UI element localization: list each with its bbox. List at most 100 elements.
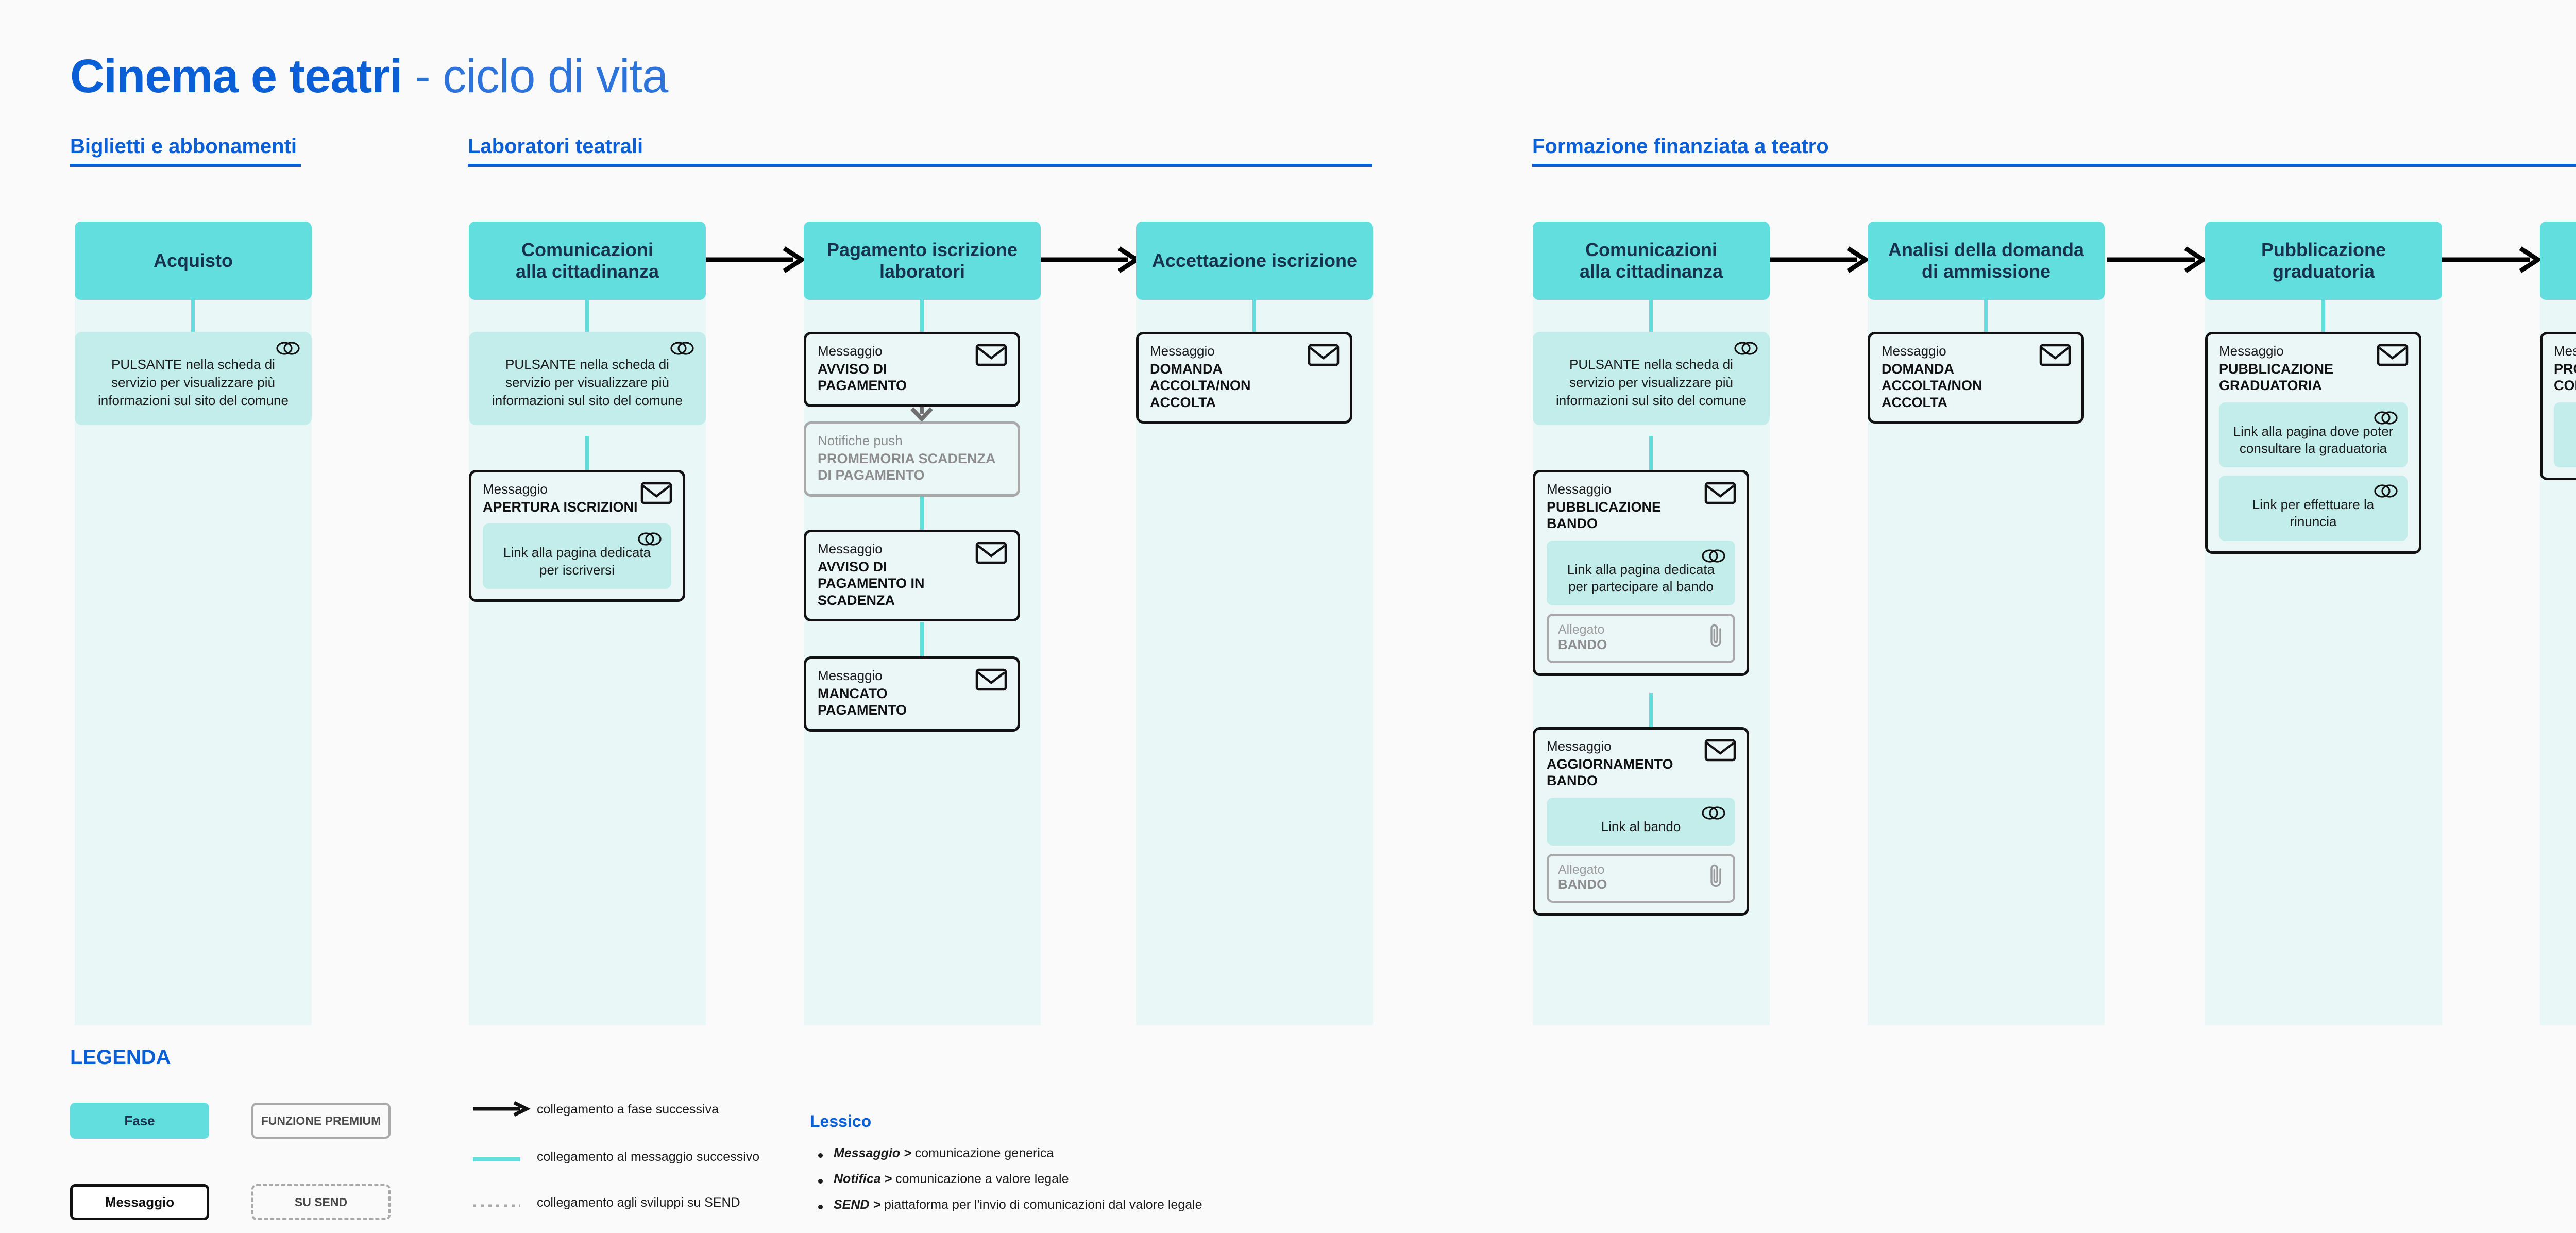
legend-title: LEGENDA: [70, 1046, 171, 1069]
phase-inizio-corsi[interactable]: Inizio corsi: [2540, 222, 2576, 300]
phase-label: Analisi della domanda di ammissione: [1888, 239, 2084, 282]
message-card-apertura-iscrizioni[interactable]: Messaggio APERTURA ISCRIZIONI Link alla …: [469, 470, 685, 602]
group-heading-formazione: Formazione finanziata a teatro: [1532, 135, 1829, 158]
paperclip-icon: [1710, 624, 1721, 647]
connector-vertical: [1984, 300, 1988, 332]
card-kicker: Messaggio: [1547, 738, 1612, 754]
bullet-icon: [818, 1205, 823, 1209]
link-icon: [1702, 549, 1725, 563]
attachment-kicker: Allegato: [1558, 862, 1605, 877]
envelope-icon: [640, 482, 672, 504]
link-chip-text: Link alla pagina dedicata per iscriversi: [503, 545, 651, 578]
phase-label: Comunicazioni alla cittadinanza: [515, 239, 659, 282]
link-chip-effettuare-rinuncia[interactable]: Link per effettuare la rinuncia: [2219, 476, 2408, 541]
connector-vertical: [920, 496, 924, 530]
phase-label: Pagamento iscrizione laboratori: [826, 239, 1018, 282]
connector-vertical: [1649, 436, 1653, 470]
legend-chip-label: SU SEND: [294, 1195, 348, 1209]
phase-analisi[interactable]: Analisi della domanda di ammissione: [1868, 222, 2105, 300]
link-chip-consultare-graduatoria[interactable]: Link alla pagina dove poter consultare l…: [2219, 402, 2408, 468]
bullet-icon: [818, 1153, 823, 1158]
card-title: PUBBLICAZIONE BANDO: [1547, 499, 1661, 532]
legend-line-messaggio: [473, 1157, 520, 1161]
envelope-icon: [2377, 344, 2409, 366]
card-kicker: Messaggio: [818, 541, 883, 556]
phase-acquisto[interactable]: Acquisto: [75, 222, 312, 300]
message-card-avviso-pagamento-scadenza[interactable]: Messaggio AVVISO DI PAGAMENTO IN SCADENZ…: [804, 530, 1020, 622]
link-chip-al-bando[interactable]: Link al bando: [1547, 797, 1735, 846]
card-kicker: Messaggio: [483, 481, 548, 497]
phase-pagamento[interactable]: Pagamento iscrizione laboratori: [804, 222, 1041, 300]
legend-label-conn-send: collegamento agli sviluppi su SEND: [537, 1195, 740, 1210]
card-kicker: Messaggio: [818, 668, 883, 683]
phase-label: Acquisto: [153, 249, 233, 271]
legend-chip-label: FUNZIONE PREMIUM: [261, 1113, 381, 1127]
envelope-icon: [975, 542, 1007, 564]
paperclip-icon: [1710, 864, 1721, 887]
card-title: MANCATO PAGAMENTO: [818, 685, 907, 718]
link-icon: [1734, 342, 1758, 355]
message-card-mancato-pagamento[interactable]: Messaggio MANCATO PAGAMENTO: [804, 656, 1020, 732]
push-notification-card-promemoria[interactable]: Notifiche push PROMEMORIA SCADENZA DI PA…: [804, 421, 1020, 497]
card-title: DOMANDA ACCOLTA/NON ACCOLTA: [1882, 361, 1982, 410]
lessico-term: Notifica >: [834, 1172, 892, 1186]
phase-comunicazioni-2[interactable]: Comunicazioni alla cittadinanza: [1533, 222, 1770, 300]
link-chip-text: Link al bando: [1601, 818, 1681, 834]
link-chip-partecipare-bando[interactable]: Link alla pagina dedicata per partecipar…: [1547, 540, 1735, 606]
lessico-def: comunicazione a valore legale: [892, 1172, 1069, 1186]
lessico-def: comunicazione generica: [911, 1146, 1054, 1160]
legend-chip-messaggio: Messaggio: [70, 1184, 209, 1220]
message-card-aggiornamento-bando[interactable]: Messaggio AGGIORNAMENTO BANDO Link al ba…: [1533, 727, 1749, 916]
pulsante-text: PULSANTE nella scheda di servizio per vi…: [492, 357, 683, 409]
attachment-box-bando-2[interactable]: Allegato BANDO: [1547, 853, 1735, 903]
legend-chip-funzione-premium: FUNZIONE PREMIUM: [251, 1103, 391, 1139]
envelope-icon: [2039, 344, 2071, 366]
link-icon: [276, 342, 300, 355]
lessico-item-messaggio: Messaggio > comunicazione generica: [834, 1146, 1054, 1161]
envelope-icon: [975, 344, 1007, 366]
legend-chip-label: Fase: [124, 1112, 155, 1128]
card-title: AVVISO DI PAGAMENTO IN SCADENZA: [818, 559, 925, 608]
pulsante-card-comunicazioni-1[interactable]: PULSANTE nella scheda di servizio per vi…: [469, 332, 706, 426]
group-rule-laboratori: [468, 164, 1372, 167]
attachment-name: BANDO: [1558, 876, 1607, 892]
link-chip-pagina-rinuncia[interactable]: Link alla pagina per effettuare la rinun…: [2554, 402, 2576, 468]
phase-accettazione[interactable]: Accettazione iscrizione: [1136, 222, 1373, 300]
message-card-pubblicazione-bando[interactable]: Messaggio PUBBLICAZIONE BANDO Link alla …: [1533, 470, 1749, 676]
pulsante-text: PULSANTE nella scheda di servizio per vi…: [1556, 357, 1747, 409]
arrow-pagamento: [706, 246, 806, 273]
attachment-box-bando-1[interactable]: Allegato BANDO: [1547, 614, 1735, 663]
connector-vertical: [920, 622, 924, 656]
message-card-pubblicazione-graduatoria[interactable]: Messaggio PUBBLICAZIONE GRADUATORIA Link…: [2205, 332, 2421, 554]
card-title: PUBBLICAZIONE GRADUATORIA: [2219, 361, 2333, 394]
legend-chip-su-send: SU SEND: [251, 1184, 391, 1220]
group-heading-laboratori: Laboratori teatrali: [468, 135, 643, 158]
card-title: DOMANDA ACCOLTA/NON ACCOLTA: [1150, 361, 1251, 410]
connector-vertical: [1252, 300, 1256, 332]
connector-vertical: [191, 300, 195, 332]
link-icon: [670, 342, 694, 355]
pulsante-card-acquisto[interactable]: PULSANTE nella scheda di servizio per vi…: [75, 332, 312, 426]
card-kicker: Messaggio: [2219, 343, 2284, 359]
message-card-avviso-pagamento[interactable]: Messaggio AVVISO DI PAGAMENTO: [804, 332, 1020, 407]
card-title: PROMEMORIA INIZIO CORSI: [2554, 361, 2576, 394]
lessico-term: SEND >: [834, 1197, 881, 1212]
link-chip-iscriversi[interactable]: Link alla pagina dedicata per iscriversi: [483, 523, 671, 589]
legend-label-conn-fase: collegamento a fase successiva: [537, 1102, 719, 1117]
card-title: PROMEMORIA SCADENZA DI PAGAMENTO: [818, 450, 995, 483]
message-card-domanda-accolta-1[interactable]: Messaggio DOMANDA ACCOLTA/NON ACCOLTA: [1136, 332, 1352, 424]
pulsante-card-comunicazioni-2[interactable]: PULSANTE nella scheda di servizio per vi…: [1533, 332, 1770, 426]
link-icon: [638, 532, 662, 546]
connector-vertical: [585, 300, 589, 332]
bullet-icon: [818, 1179, 823, 1184]
arrow-graduatoria: [2107, 246, 2208, 273]
message-card-promemoria-inizio-corsi[interactable]: Messaggio PROMEMORIA INIZIO CORSI Link a…: [2540, 332, 2576, 481]
group-rule-formazione: [1532, 164, 2576, 167]
phase-comunicazioni-1[interactable]: Comunicazioni alla cittadinanza: [469, 222, 706, 300]
group-heading-biglietti: Biglietti e abbonamenti: [70, 135, 297, 158]
connector-vertical: [1649, 300, 1653, 332]
phase-graduatoria[interactable]: Pubblicazione graduatoria: [2205, 222, 2442, 300]
message-card-domanda-accolta-2[interactable]: Messaggio DOMANDA ACCOLTA/NON ACCOLTA: [1868, 332, 2084, 424]
card-kicker: Messaggio: [1150, 343, 1215, 359]
